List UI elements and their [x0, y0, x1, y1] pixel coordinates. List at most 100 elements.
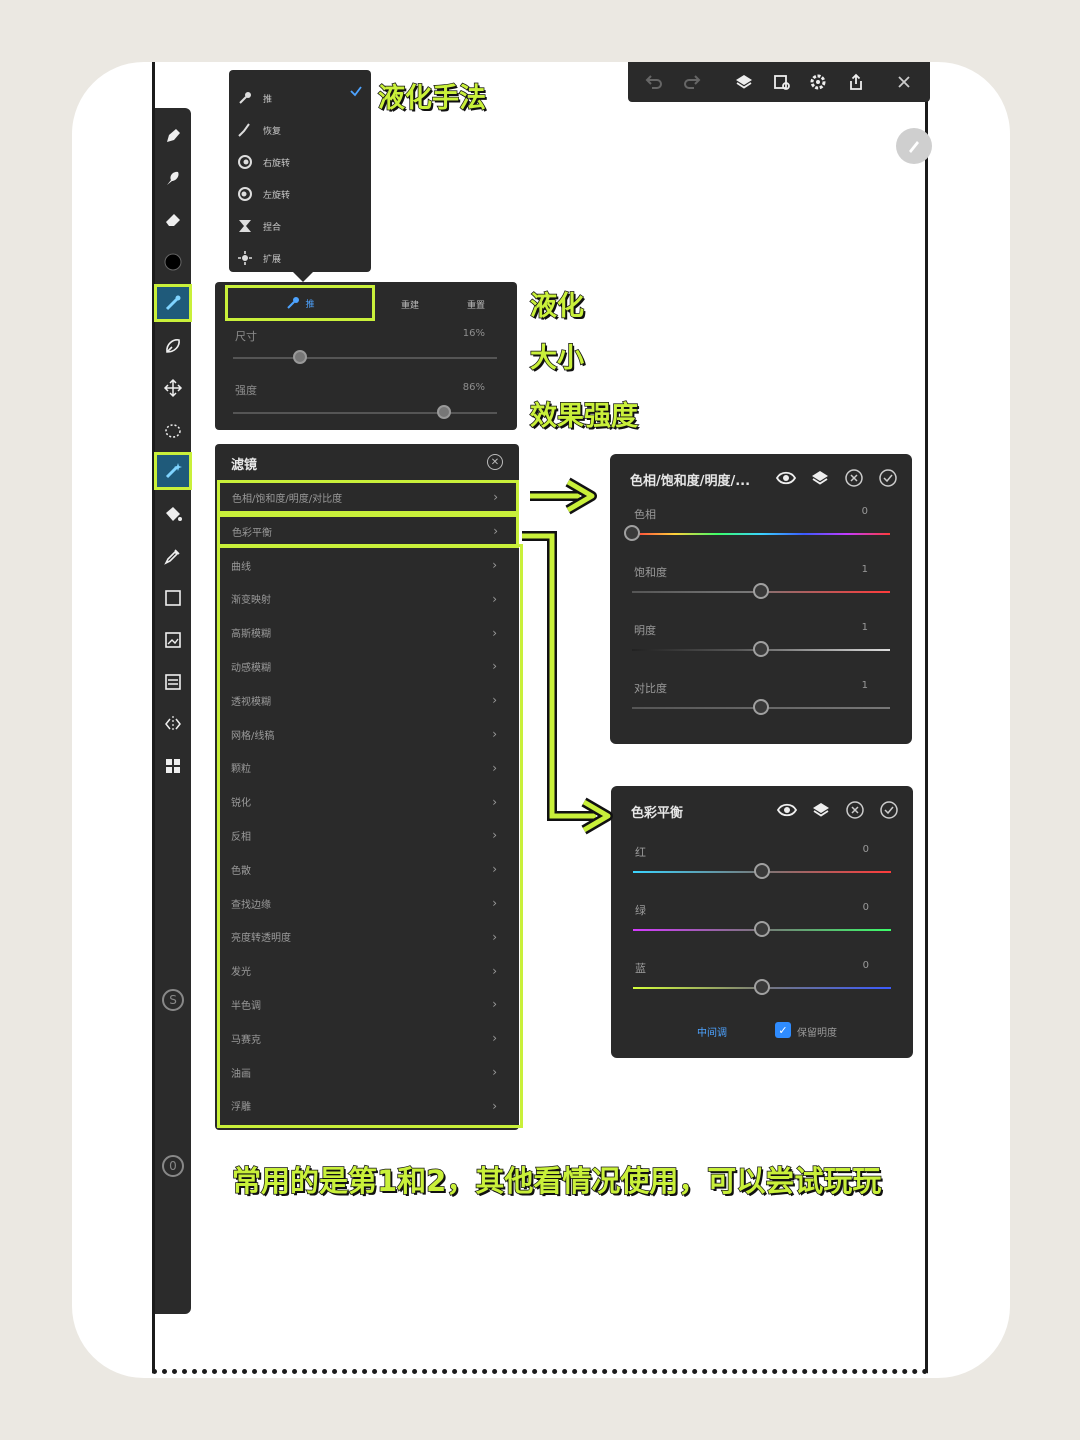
pencil-icon	[909, 141, 919, 153]
filter-item[interactable]: 锐化›	[219, 785, 515, 819]
filter-item[interactable]: 反相›	[219, 818, 515, 852]
share-icon[interactable]	[844, 70, 868, 94]
filter-item[interactable]: 色散›	[219, 852, 515, 886]
liquify-method-twirl-right[interactable]: 右旋转	[237, 149, 290, 175]
liquify-icon[interactable]	[154, 284, 192, 322]
confirm-icon[interactable]	[878, 468, 898, 488]
filter-item-label: 发光	[231, 967, 251, 979]
eye-icon[interactable]	[776, 468, 796, 488]
hsb-panel-actions	[776, 468, 898, 488]
liquify-method-pinch[interactable]: 捏合	[237, 213, 281, 239]
liquify-method-expand[interactable]: 扩展	[237, 245, 281, 271]
filter-item[interactable]: 亮度转透明度›	[219, 920, 515, 954]
top-action-bar	[628, 62, 930, 102]
filter-item[interactable]: 色彩平衡›	[217, 514, 519, 548]
size-slider-knob[interactable]	[292, 350, 307, 364]
filter-list-highlight	[217, 544, 523, 1128]
filter-item[interactable]: 高斯模糊›	[219, 616, 515, 650]
filter-item[interactable]: 查找边缘›	[219, 886, 515, 920]
filter-item[interactable]: 曲线›	[219, 548, 515, 582]
strength-slider-track[interactable]	[233, 412, 497, 414]
layers-icon[interactable]	[732, 70, 756, 94]
symmetry-icon[interactable]	[155, 706, 191, 742]
eye-icon[interactable]	[777, 800, 797, 820]
slider-knob[interactable]	[753, 699, 769, 715]
chevron-right-icon: ›	[492, 997, 497, 1012]
cancel-icon[interactable]	[845, 800, 865, 820]
filter-item[interactable]: 油画›	[219, 1055, 515, 1089]
edit-pencil-button[interactable]	[896, 128, 932, 164]
slider-knob[interactable]	[754, 921, 770, 937]
redo-icon[interactable]	[680, 70, 704, 94]
filter-item[interactable]: 半色调›	[219, 987, 515, 1021]
close-icon[interactable]	[892, 70, 916, 94]
slider-value: 0	[862, 902, 869, 913]
undo-icon[interactable]	[642, 70, 666, 94]
layers-icon[interactable]	[811, 800, 831, 820]
eraser-icon[interactable]	[155, 202, 191, 238]
gallery-icon[interactable]	[770, 70, 794, 94]
color-icon[interactable]	[155, 244, 191, 280]
balance-panel-actions	[777, 800, 899, 820]
slider-track[interactable]	[632, 533, 890, 535]
smudge-icon[interactable]	[155, 160, 191, 196]
chevron-right-icon: ›	[492, 1098, 497, 1113]
slider-label: 明度	[634, 624, 656, 637]
pen-icon[interactable]	[155, 118, 191, 154]
filter-item[interactable]: 渐变映射›	[219, 582, 515, 616]
confirm-icon[interactable]	[879, 800, 899, 820]
size-slider-track[interactable]	[233, 357, 497, 359]
twirl-left-icon	[238, 187, 252, 201]
reconstruct-button[interactable]: 重建	[401, 301, 420, 311]
close-icon[interactable]: ✕	[487, 454, 503, 470]
filter-icon[interactable]	[154, 452, 192, 490]
image-icon[interactable]	[155, 622, 191, 658]
cancel-icon[interactable]	[844, 468, 864, 488]
filter-item[interactable]: 透视模糊›	[219, 683, 515, 717]
filter-item[interactable]: 马赛克›	[219, 1021, 515, 1055]
move-icon[interactable]	[155, 370, 191, 406]
layers-icon[interactable]	[810, 468, 830, 488]
chevron-right-icon: ›	[492, 1031, 497, 1046]
slider-knob[interactable]	[753, 583, 769, 599]
size-slider-badge[interactable]: S	[155, 982, 191, 1018]
liquify-method-menu: 推 恢复 右旋转 左旋转 捏合 扩展	[229, 70, 371, 282]
chevron-right-icon: ›	[493, 524, 498, 538]
slider-label: 蓝	[635, 962, 646, 975]
tone-selector[interactable]: 中间调	[697, 1028, 727, 1039]
filter-item[interactable]: 发光›	[219, 954, 515, 988]
filter-item[interactable]: 色相/饱和度/明度/对比度›	[217, 480, 519, 514]
note-summary: 常用的是第1和2，其他看情况使用，可以尝试玩玩	[231, 1163, 882, 1199]
text-icon[interactable]	[155, 664, 191, 700]
slider-knob[interactable]	[754, 863, 770, 879]
chevron-right-icon: ›	[492, 558, 497, 572]
filter-item[interactable]: 网格/线稿›	[219, 717, 515, 751]
filter-item[interactable]: 浮雕›	[219, 1089, 515, 1123]
slider-knob[interactable]	[624, 525, 640, 541]
slider-knob[interactable]	[754, 979, 770, 995]
check-icon	[350, 86, 362, 97]
liquify-mode-button[interactable]: 推	[225, 285, 375, 321]
gear-icon[interactable]	[806, 70, 830, 94]
selection-icon[interactable]	[155, 412, 191, 448]
liquify-method-push[interactable]: 推	[237, 85, 272, 111]
slider-value: 0	[862, 960, 869, 971]
filter-item[interactable]: 颗粒›	[219, 751, 515, 785]
liquify-method-twirl-left[interactable]: 左旋转	[237, 181, 290, 207]
reset-button[interactable]: 重置	[467, 301, 486, 311]
filter-item[interactable]: 动感模糊›	[219, 649, 515, 683]
preserve-luminance-checkbox[interactable]: ✓	[775, 1022, 791, 1038]
opacity-slider-badge[interactable]: 0	[155, 1148, 191, 1184]
eyedropper-icon[interactable]	[155, 538, 191, 574]
chevron-right-icon: ›	[492, 727, 497, 741]
shape-icon[interactable]	[155, 580, 191, 616]
grid-icon[interactable]	[155, 748, 191, 784]
fill-icon[interactable]	[155, 496, 191, 532]
note-liquify: 液化	[529, 290, 585, 323]
slider-knob[interactable]	[753, 641, 769, 657]
liquify-method-restore[interactable]: 恢复	[237, 117, 281, 143]
slider-value: 1	[861, 622, 868, 633]
lasso-icon[interactable]	[155, 328, 191, 364]
strength-slider-knob[interactable]	[437, 405, 452, 419]
slider-label: 色相	[634, 508, 656, 521]
